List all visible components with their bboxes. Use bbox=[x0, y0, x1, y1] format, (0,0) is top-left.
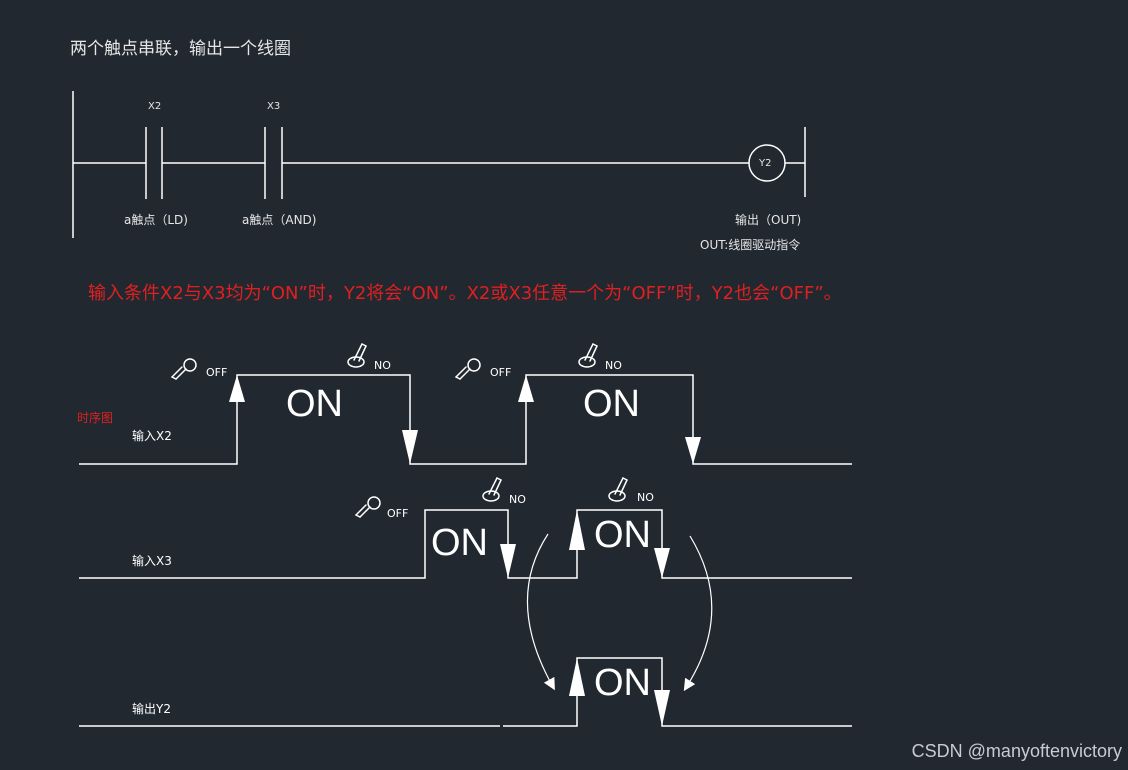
contact-x3-desc: a触点（AND) bbox=[242, 213, 317, 227]
timing-diagram-title: 时序图 bbox=[77, 411, 114, 425]
on-pulse-label: ON bbox=[583, 383, 640, 425]
switch-on-label: NO bbox=[509, 493, 526, 506]
rising-arrow bbox=[569, 510, 585, 550]
page-title: 两个触点串联，输出一个线圈 bbox=[70, 39, 291, 59]
coil-note: OUT:线圈驱动指令 bbox=[700, 238, 801, 252]
falling-arrow bbox=[685, 437, 701, 464]
falling-arrow bbox=[654, 690, 670, 726]
on-pulse-label: ON bbox=[286, 383, 343, 425]
switch-off-icon bbox=[355, 496, 381, 518]
switch-off-label: OFF bbox=[387, 507, 409, 520]
switch-off-label: OFF bbox=[490, 366, 512, 379]
row-label-y2: 输出Y2 bbox=[132, 702, 171, 716]
coil-y2-name: Y2 bbox=[759, 158, 772, 169]
condition-text: 输入条件X2与X3均为“ON”时，Y2将会“ON”。X2或X3任意一个为“OFF… bbox=[88, 283, 842, 304]
rising-arrow bbox=[569, 658, 585, 696]
ladder-diagram bbox=[72, 91, 806, 238]
switch-on-label: NO bbox=[637, 491, 654, 504]
timing-diagram bbox=[79, 374, 852, 727]
row-label-x2: 输入X2 bbox=[132, 429, 172, 443]
curved-arrow-right bbox=[683, 535, 713, 692]
on-pulse-label: ON bbox=[431, 522, 488, 564]
waveform-y2 bbox=[503, 657, 852, 727]
switch-on-label: NO bbox=[374, 359, 391, 372]
switch-on-icon bbox=[608, 477, 628, 502]
contact-x3-name: X3 bbox=[267, 101, 281, 112]
switch-on-label: NO bbox=[605, 359, 622, 372]
switch-on-icon bbox=[482, 477, 502, 502]
watermark: CSDN @manyoftenvictory bbox=[911, 741, 1122, 761]
switch-off-icon bbox=[455, 358, 481, 380]
influence-arrows bbox=[526, 533, 713, 692]
switch-on-icon bbox=[347, 343, 367, 368]
edge-arrows bbox=[229, 375, 701, 726]
rising-arrow bbox=[229, 375, 245, 402]
switch-on-icon bbox=[578, 343, 598, 368]
row-label-x3: 输入X3 bbox=[132, 554, 172, 568]
waveform-x3 bbox=[79, 509, 852, 579]
switch-off-label: OFF bbox=[206, 366, 228, 379]
coil-desc: 输出（OUT) bbox=[735, 213, 802, 227]
on-pulse-label: ON bbox=[594, 514, 651, 556]
falling-arrow bbox=[402, 430, 418, 464]
waveform-x2 bbox=[79, 374, 852, 465]
contact-x2-name: X2 bbox=[148, 101, 162, 112]
switch-off-icon bbox=[171, 358, 197, 380]
rising-arrow bbox=[518, 375, 534, 402]
toggle-switch-icons bbox=[171, 343, 628, 518]
on-pulse-label: ON bbox=[594, 662, 651, 704]
curved-arrow-left bbox=[526, 533, 555, 691]
contact-x2-desc: a触点（LD) bbox=[124, 213, 188, 227]
falling-arrow bbox=[654, 548, 670, 578]
falling-arrow bbox=[500, 544, 516, 578]
